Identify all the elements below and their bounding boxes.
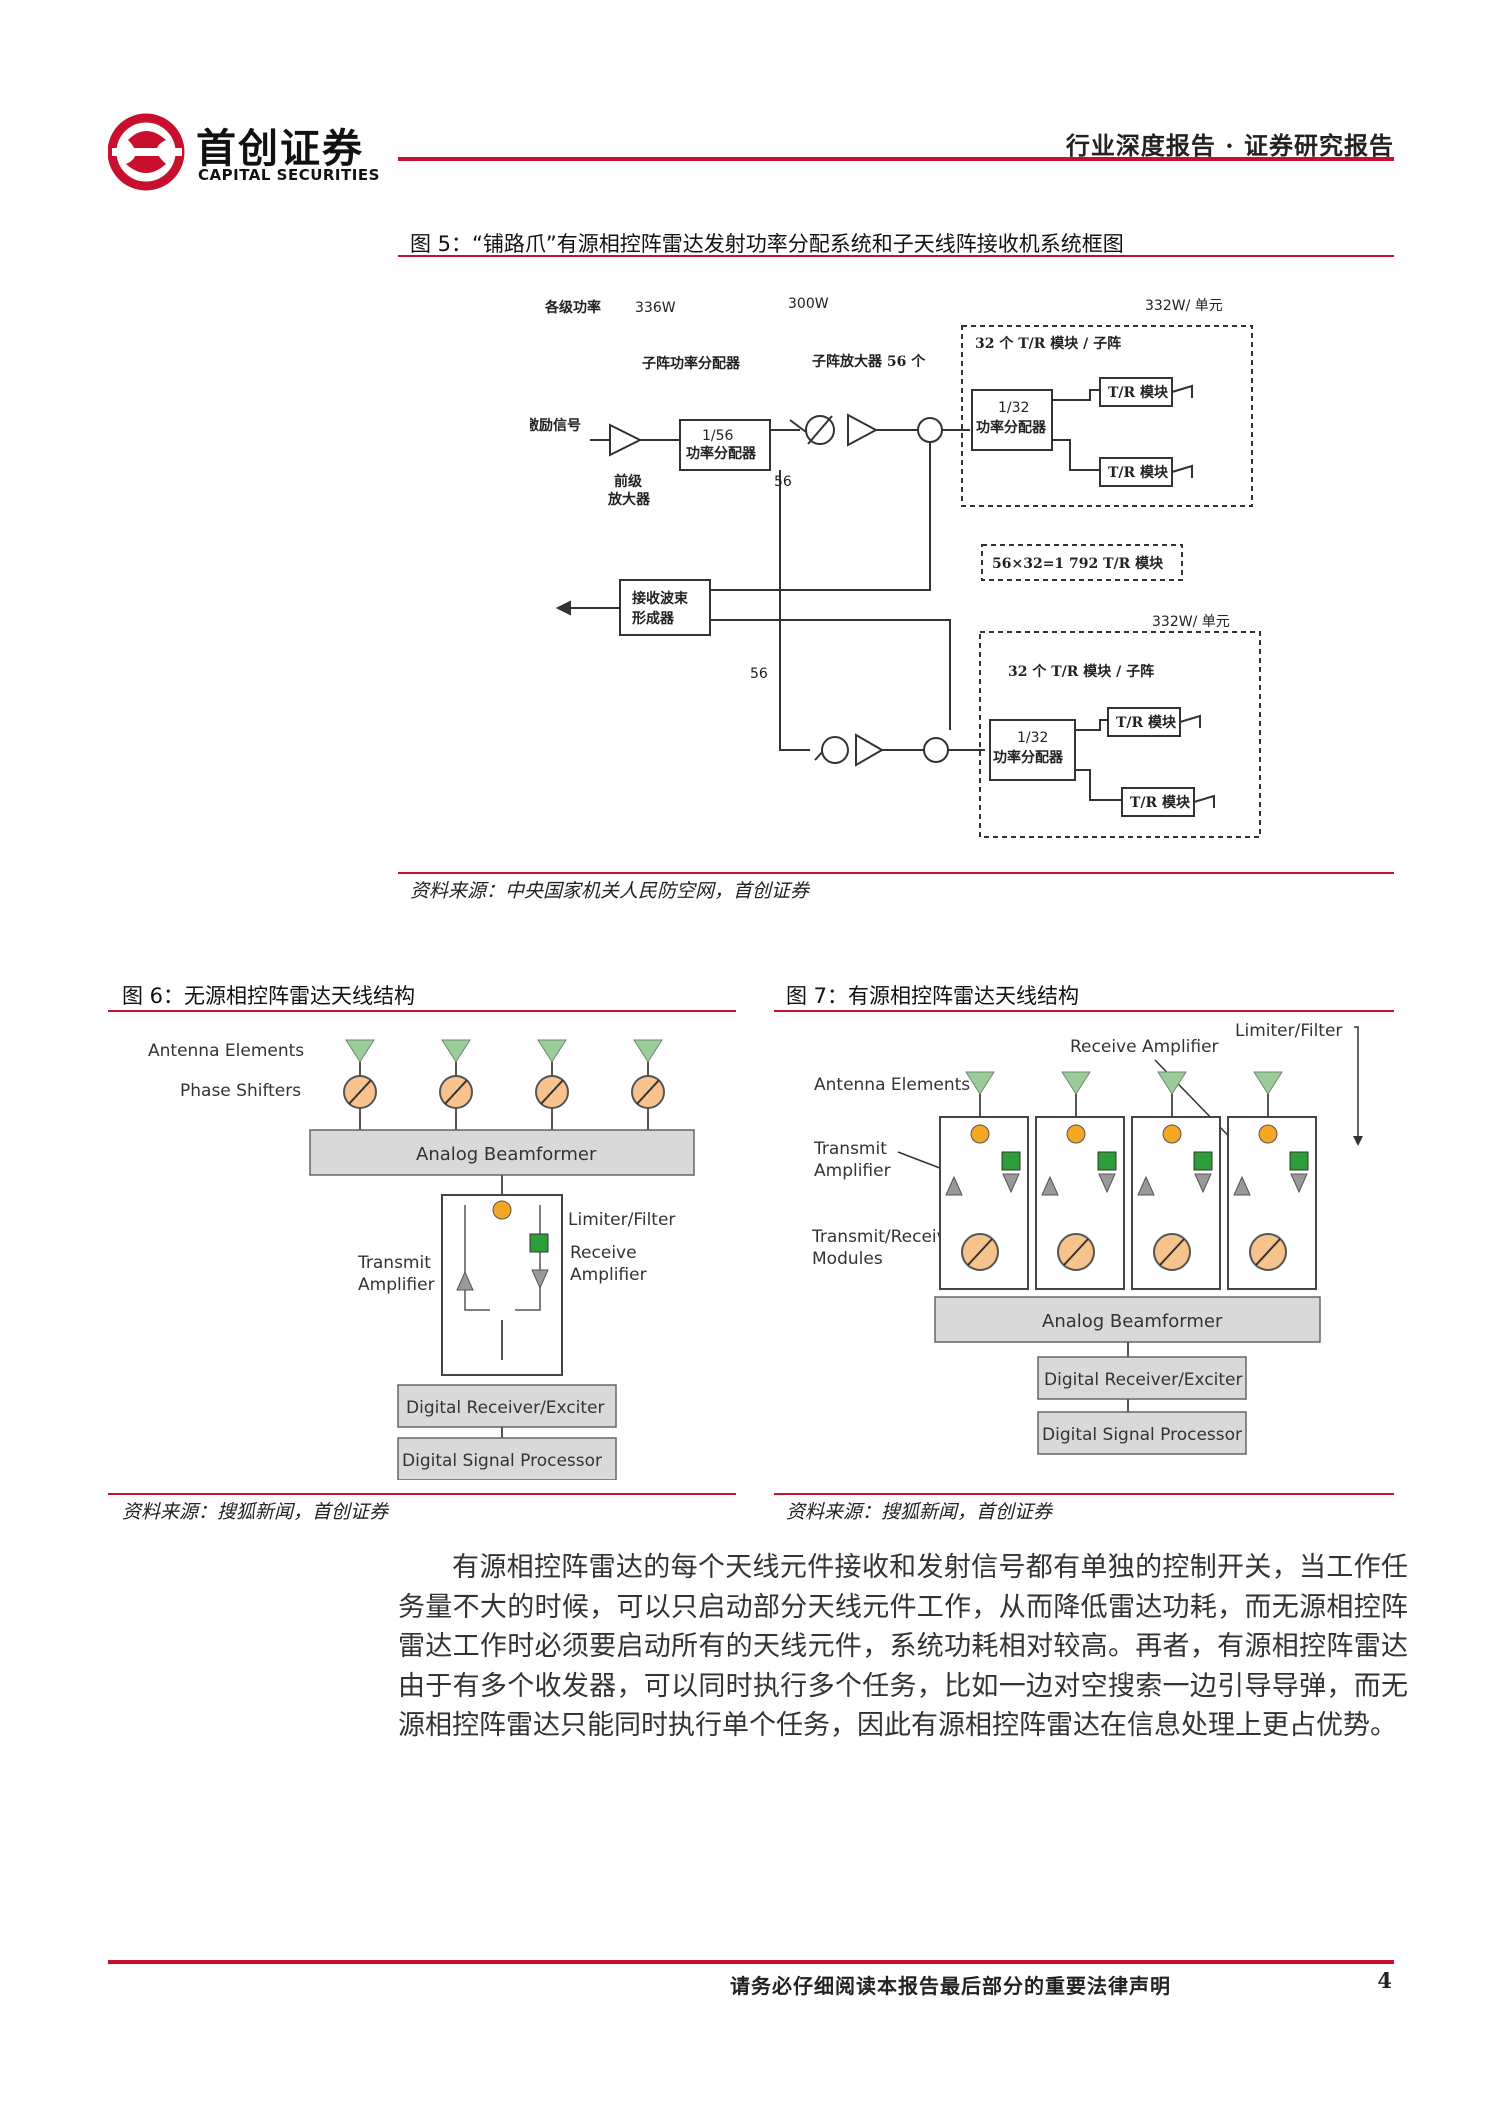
figure5-bottom-rule: [398, 872, 1394, 874]
fig5-label-tr-module-4: T/R 模块: [1130, 794, 1191, 811]
figure5-source: 资料来源：中央国家机关人民防空网，首创证券: [410, 880, 810, 902]
logo-mark-icon: [108, 113, 185, 191]
fig5-label-p3b: 332W/ 单元: [1152, 614, 1230, 630]
figure5-diagram: 各级功率 336W 300W 332W/ 单元 32 个 T/R 模块 / 子阵…: [530, 296, 1261, 838]
fig5-label-total: 56×32=1 792 T/R 模块: [992, 555, 1164, 572]
footer-rule: [108, 1960, 1394, 1964]
figure6-caption: 图 6：无源相控阵雷达天线结构: [122, 984, 416, 1008]
fig6-label-limiter: Limiter/Filter: [568, 1210, 675, 1230]
fig5-label-div56-1: 1/56: [702, 428, 734, 444]
figure7-caption: 图 7：有源相控阵雷达天线结构: [786, 984, 1080, 1008]
fig7-label-limiter: Limiter/Filter: [1235, 1021, 1342, 1041]
fig7-label-trm1: Transmit/Receive: [811, 1227, 957, 1247]
figure6-source: 资料来源：搜狐新闻，首创证券: [122, 1501, 389, 1523]
fig5-label-div32-2: 功率分配器: [976, 419, 1047, 436]
fig5-label-preamp1: 前级: [614, 473, 643, 490]
fig6-label-phase: Phase Shifters: [180, 1081, 301, 1101]
fig5-label-div56-2: 功率分配器: [686, 445, 757, 462]
report-type: 行业深度报告 · 证券研究报告: [1065, 131, 1394, 160]
fig5-label-n56b: 56: [750, 666, 768, 682]
figure7-source: 资料来源：搜狐新闻，首创证券: [786, 1501, 1053, 1523]
brand-name-cn: 首创证券: [196, 126, 364, 172]
fig6-label-beamformer: Analog Beamformer: [416, 1144, 597, 1165]
fig7-label-transmit1: Transmit: [813, 1139, 887, 1159]
fig7-label-transmit2: Amplifier: [814, 1161, 891, 1181]
body-paragraph: 有源相控阵雷达的每个天线元件接收和发射信号都有单独的控制开关，当工作任务量不大的…: [398, 1552, 1408, 1741]
fig6-label-antenna: Antenna Elements: [148, 1041, 304, 1061]
fig7-label-dsp: Digital Signal Processor: [1042, 1425, 1242, 1445]
fig5-label-tr32b: 32 个 T/R 模块 / 子阵: [1008, 663, 1154, 680]
header-rule: [398, 157, 1394, 161]
fig5-label-tr32: 32 个 T/R 模块 / 子阵: [975, 335, 1121, 352]
fig6-label-transmit2: Amplifier: [358, 1275, 435, 1295]
figure5-caption: 图 5：“铺路爪”有源相控阵雷达发射功率分配系统和子天线阵接收机系统框图: [410, 232, 1124, 256]
fig5-label-tr-module-3: T/R 模块: [1116, 714, 1177, 731]
fig5-label-n56: 56: [774, 474, 792, 490]
fig7-label-digital-rx: Digital Receiver/Exciter: [1044, 1370, 1243, 1390]
fig5-label-rx2: 形成器: [632, 610, 675, 627]
fig6-label-receive2: Amplifier: [570, 1265, 647, 1285]
fig5-label-div32-1: 1/32: [998, 400, 1029, 416]
fig5-label-subarray-amp: 子阵放大器 56 个: [812, 353, 926, 370]
fig5-label-div32b-1: 1/32: [1017, 730, 1048, 746]
fig6-label-transmit1: Transmit: [357, 1253, 431, 1273]
fig5-label-p2: 300W: [788, 296, 829, 312]
fig5-label-p1: 336W: [635, 300, 676, 316]
fig6-label-digital-rx: Digital Receiver/Exciter: [406, 1398, 605, 1418]
figure5-top-rule: [398, 255, 1394, 257]
fig5-label-preamp2: 放大器: [607, 491, 651, 508]
fig7-label-receive: Receive Amplifier: [1070, 1037, 1219, 1057]
fig7-label-trm2: Modules: [812, 1249, 883, 1269]
fig6-label-dsp: Digital Signal Processor: [402, 1451, 602, 1471]
fig6-antenna-row: [343, 1039, 665, 1130]
fig6-label-receive1: Receive: [570, 1243, 637, 1263]
fig7-module-row: [939, 1071, 1317, 1290]
fig5-label-power: 各级功率: [544, 299, 601, 316]
fig7-label-antenna: Antenna Elements: [814, 1075, 970, 1095]
page-number: 4: [1377, 1968, 1392, 1993]
figure7-diagram: Limiter/Filter Receive Amplifier Antenna…: [811, 1021, 1363, 1455]
fig5-label-tr-module-2: T/R 模块: [1108, 464, 1169, 481]
fig5-label-div32b-2: 功率分配器: [993, 749, 1064, 766]
footer-disclaimer: 请务必仔细阅读本报告最后部分的重要法律声明: [730, 1974, 1171, 1998]
fig5-label-tr-module-1: T/R 模块: [1108, 384, 1169, 401]
fig5-label-excite: 激励信号: [530, 417, 581, 434]
figure7-top-rule: [774, 1010, 1394, 1012]
fig5-label-p3: 332W/ 单元: [1145, 298, 1223, 314]
figure6-bottom-rule: [108, 1493, 736, 1495]
figure7-bottom-rule: [774, 1493, 1394, 1495]
brand-name-en: CAPITAL SECURITIES: [198, 166, 380, 184]
brand-logo: 首创证券 CAPITAL SECURITIES: [108, 112, 408, 192]
fig7-label-beamformer: Analog Beamformer: [1042, 1311, 1223, 1332]
figure6-top-rule: [108, 1010, 736, 1012]
fig5-label-rx1: 接收波束: [632, 590, 689, 607]
fig5-label-subarray-div: 子阵功率分配器: [642, 355, 741, 372]
figure6-diagram: Antenna Elements Phase Shifters Analog B…: [148, 1039, 695, 1480]
